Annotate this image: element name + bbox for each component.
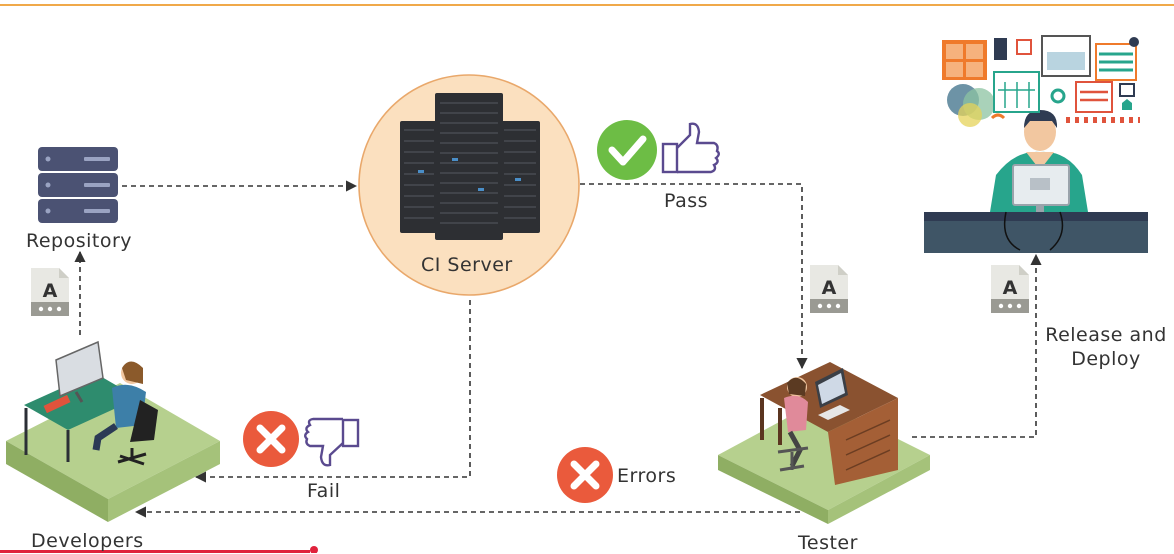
document-letter: A: [1003, 277, 1018, 299]
release-label-line1: Release and: [1045, 324, 1167, 346]
document-letter: A: [43, 280, 58, 302]
pass-label: Pass: [664, 190, 709, 212]
edge-ci-to-developers-fail: [194, 300, 471, 483]
thumbs-up-icon: [661, 122, 720, 174]
bottom-dot: [310, 546, 318, 553]
ci-server-label: CI Server: [421, 254, 513, 276]
server-rack-icon: [400, 93, 540, 240]
repository-label: Repository: [26, 230, 133, 252]
x-icon: [557, 447, 613, 503]
document-letter: A: [822, 277, 837, 299]
document-icon: A: [31, 268, 69, 316]
top-rule: [0, 4, 1174, 6]
edge-ci-to-tester: [580, 183, 808, 370]
thumbs-down-icon: [304, 417, 360, 467]
document-icon: A: [991, 265, 1029, 313]
check-icon: [597, 120, 657, 180]
developers-label: Developers: [31, 530, 144, 552]
tester-desk-icon: [718, 362, 930, 524]
developer-desk-icon: [6, 340, 220, 522]
errors-label: Errors: [617, 465, 677, 487]
release-label-line2: Deploy: [1071, 348, 1141, 370]
connectors: [74, 180, 1042, 518]
tester-label: Tester: [798, 532, 858, 554]
operator-monitor-icon: [924, 110, 1148, 253]
repository-server-icon: [38, 147, 118, 223]
edge-tester-to-deploy: [912, 253, 1042, 438]
x-icon: [243, 411, 299, 467]
bottom-rule: [0, 550, 310, 553]
dashboard-collage-icon: [942, 35, 1140, 127]
document-icon: A: [810, 265, 848, 313]
fail-label: Fail: [307, 480, 341, 502]
